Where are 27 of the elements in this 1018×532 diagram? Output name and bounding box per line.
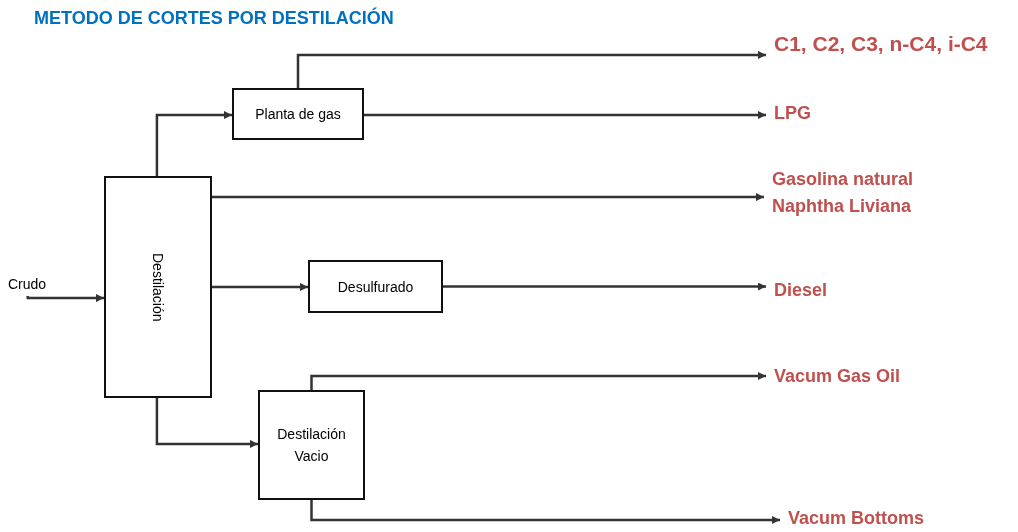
box-label: Planta de gas bbox=[255, 105, 341, 124]
input-label: Crudo bbox=[8, 274, 47, 294]
arrow bbox=[310, 500, 780, 524]
product-label: Naphtha Liviana bbox=[772, 195, 912, 218]
product-label: Vacum Gas Oil bbox=[774, 364, 901, 388]
process-box bbox=[104, 176, 212, 398]
arrow bbox=[212, 193, 764, 202]
arrow bbox=[155, 398, 258, 448]
process-box bbox=[308, 260, 443, 313]
arrow bbox=[443, 282, 766, 291]
process-box bbox=[232, 88, 364, 140]
arrow bbox=[364, 111, 766, 120]
arrow bbox=[212, 283, 308, 291]
product-label: Gasolina natural bbox=[772, 168, 914, 191]
box-label: Destilación Vacio bbox=[276, 425, 347, 466]
arrow bbox=[310, 372, 766, 390]
arrow bbox=[26, 294, 104, 303]
box-label: Desulfurado bbox=[337, 277, 414, 297]
process-box bbox=[258, 390, 365, 500]
arrow bbox=[155, 111, 232, 176]
product-label: Vacum Bottoms bbox=[788, 506, 925, 530]
product-label: C1, C2, C3, n-C4, i-C4 bbox=[774, 31, 988, 57]
arrow bbox=[296, 50, 766, 88]
diagram-title: METODO DE CORTES POR DESTILACIÓN bbox=[34, 6, 394, 30]
box-label: Destilación bbox=[151, 252, 165, 322]
product-label: Diesel bbox=[774, 278, 828, 302]
product-label: LPG bbox=[774, 101, 811, 125]
